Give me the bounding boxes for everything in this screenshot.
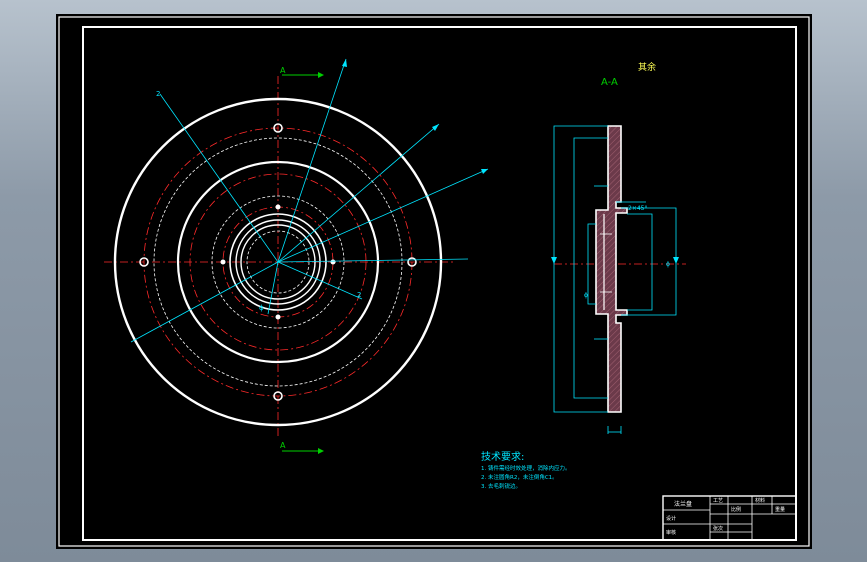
cad-drawing-sheet: 2 2 ϕ A A A-A 其余 bbox=[58, 16, 810, 547]
section-view-label: A-A bbox=[601, 77, 618, 88]
section-dimensions: 2×45° ϕ ϕ bbox=[551, 125, 679, 434]
tech-item: 2. 未注圆角R2，未注倒角C1。 bbox=[481, 473, 558, 481]
hidden-circle-outer bbox=[153, 137, 403, 387]
section-view: A-A 其余 2×45° ϕ ϕ bbox=[551, 61, 686, 434]
title-cell: 张次 bbox=[713, 525, 723, 532]
bore-inner-circle bbox=[240, 224, 316, 300]
title-cell: 审核 bbox=[666, 529, 676, 536]
bore-outer-circle bbox=[229, 213, 327, 311]
svg-text:ϕ: ϕ bbox=[584, 292, 588, 299]
title-part-name: 法兰盘 bbox=[674, 500, 692, 508]
svg-text:ϕ: ϕ bbox=[666, 261, 670, 268]
cut-label-top: A bbox=[280, 66, 286, 75]
bolt-hole bbox=[275, 204, 281, 210]
bolt-circle-outer bbox=[143, 127, 413, 397]
mid-center-circle bbox=[189, 173, 367, 351]
front-view: 2 2 ϕ A A bbox=[104, 58, 489, 454]
title-block: 法兰盘 设计 审核 工艺 比例 材料 重量 张次 bbox=[662, 495, 797, 541]
bolt-hole bbox=[330, 259, 336, 265]
section-cut-markers: A A bbox=[280, 66, 324, 454]
title-cell: 材料 bbox=[755, 497, 765, 504]
bolt-hole bbox=[139, 257, 149, 267]
svg-text:2×45°: 2×45° bbox=[628, 205, 647, 212]
title-cell: 重量 bbox=[775, 506, 785, 513]
technical-requirements: 技术要求: 1. 铸件需经时效处理，消除内应力。 2. 未注圆角R2，未注倒角C… bbox=[481, 450, 571, 490]
radial-dimensions: 2 2 ϕ bbox=[130, 58, 489, 343]
title-cell: 比例 bbox=[731, 506, 741, 513]
svg-text:2: 2 bbox=[156, 90, 160, 98]
svg-text:ϕ: ϕ bbox=[259, 304, 264, 312]
hidden-circle-inner bbox=[211, 195, 345, 329]
outer-rim-circle bbox=[113, 97, 443, 427]
bolt-hole bbox=[220, 259, 226, 265]
bolt-hole bbox=[407, 257, 417, 267]
flange-section bbox=[595, 125, 628, 413]
inner-frame bbox=[82, 26, 797, 541]
tech-item: 3. 去毛刺锐边。 bbox=[481, 482, 521, 490]
cad-viewport[interactable]: 2 2 ϕ A A A-A 其余 bbox=[56, 14, 812, 549]
bolt-hole bbox=[275, 314, 281, 320]
tech-title: 技术要求: bbox=[481, 450, 524, 463]
bolt-hole bbox=[273, 123, 283, 133]
svg-text:2: 2 bbox=[357, 291, 361, 299]
outer-frame bbox=[58, 16, 810, 547]
corner-roughness-note: 其余 bbox=[638, 61, 656, 73]
title-cell: 设计 bbox=[666, 515, 676, 522]
bolt-hole bbox=[273, 391, 283, 401]
hub-outer-circle bbox=[176, 160, 380, 364]
title-cell: 工艺 bbox=[713, 498, 723, 504]
tech-item: 1. 铸件需经时效处理，消除内应力。 bbox=[481, 464, 571, 472]
cut-label-bottom: A bbox=[280, 441, 286, 450]
outer-bolt-holes bbox=[139, 123, 417, 401]
bore-hidden-circle bbox=[246, 230, 310, 294]
bore-circle bbox=[235, 219, 321, 305]
